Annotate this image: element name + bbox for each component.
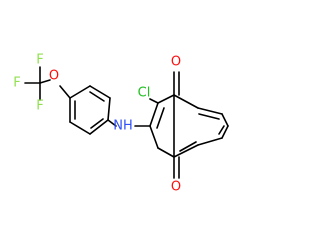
bond-ph1-ph2 xyxy=(107,97,111,121)
bond-ph6-ph1 xyxy=(89,119,109,135)
atom-f2: F xyxy=(13,76,20,91)
bond-c2-cl xyxy=(149,98,159,104)
bond-ph5-ph6 xyxy=(69,121,91,135)
bond-c8-c7 xyxy=(197,107,223,115)
bond-c5-c4a xyxy=(197,137,223,146)
atom-f1: F xyxy=(36,53,43,68)
bond-ph2-ph3-double xyxy=(89,91,105,102)
molecule-structure-diagram: O O Cl NH O F F F xyxy=(13,53,229,195)
bond-layer xyxy=(24,66,229,179)
bond-c2-c3 xyxy=(149,102,159,127)
bond-c3-c4 xyxy=(149,125,159,149)
bond-ph4-o xyxy=(59,85,71,99)
bond-c8a-c8 xyxy=(173,94,199,109)
bond-c6-c5-double xyxy=(218,125,225,135)
bond-c6-c5 xyxy=(221,125,229,139)
bond-o-cf3 xyxy=(39,79,51,84)
bond-ph6-ph1-double xyxy=(90,118,104,129)
bond-n-ph1 xyxy=(107,119,117,127)
bond-c4a-c8a-double xyxy=(179,141,197,152)
atom-label-layer: O O Cl NH O F F F xyxy=(13,53,181,195)
atom-nh: NH xyxy=(113,119,133,134)
bond-c4a-c8a-inner xyxy=(173,144,199,158)
atom-o-top: O xyxy=(171,55,181,70)
bond-ph2-ph3 xyxy=(89,85,111,99)
bond-c1-c2 xyxy=(157,94,175,104)
bond-c8-c7-double xyxy=(198,113,220,120)
bond-c4-c4a xyxy=(157,147,175,158)
bond-ph3-ph4 xyxy=(69,85,91,99)
atom-f3: F xyxy=(36,99,43,114)
bond-c2-c3-double xyxy=(156,107,165,129)
bond-c7-c6 xyxy=(221,113,229,127)
atom-cl: Cl xyxy=(138,86,151,101)
atom-o-bottom: O xyxy=(171,180,181,195)
atom-o-ether: O xyxy=(49,69,59,84)
